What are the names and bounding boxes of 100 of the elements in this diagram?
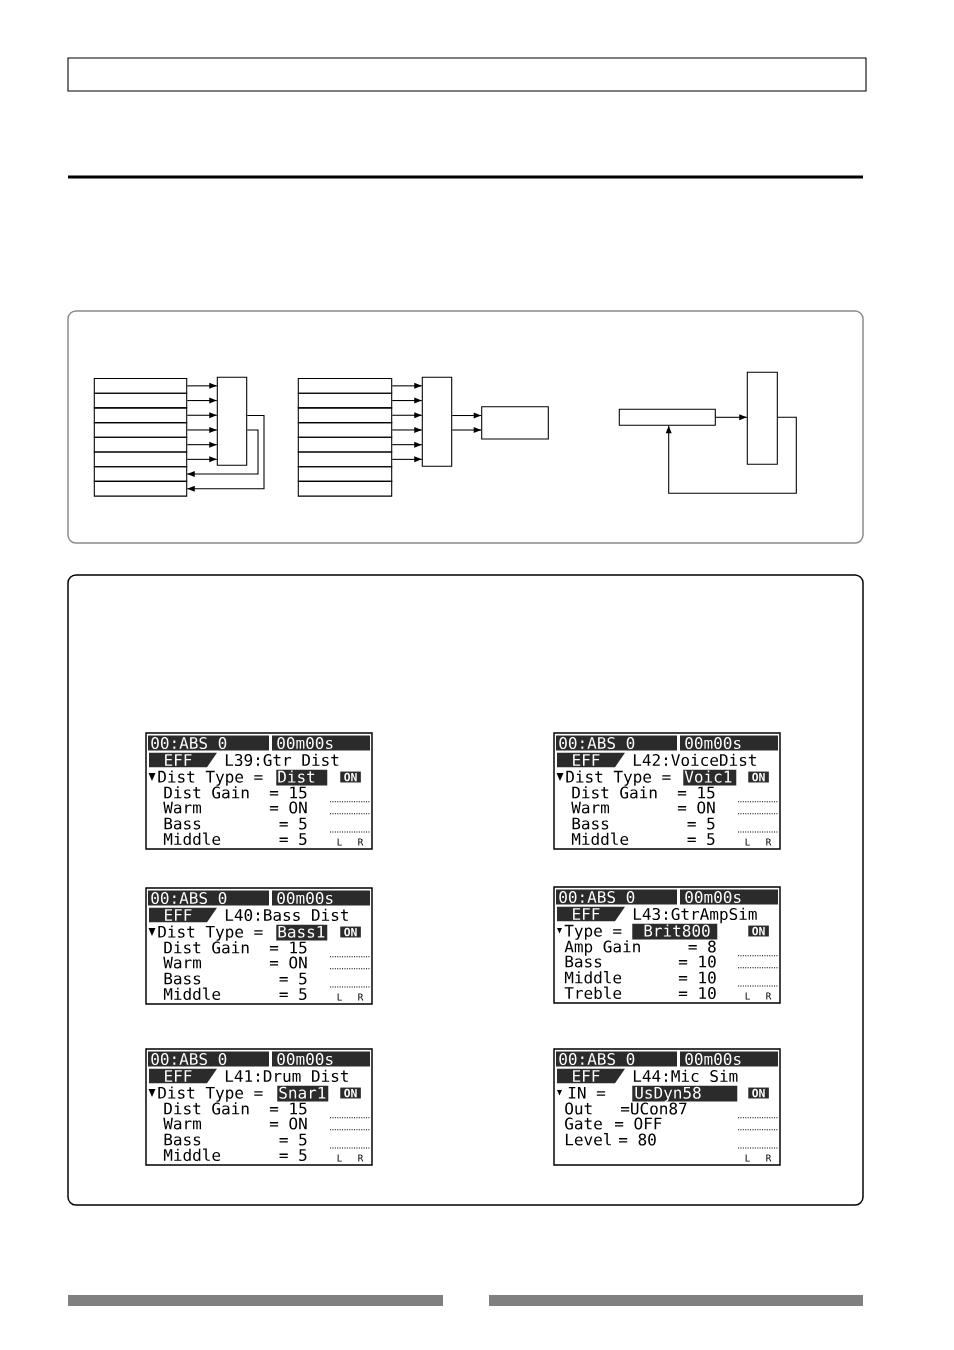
parameter-value: = 15	[269, 941, 307, 954]
parameter-name: Type =	[564, 924, 622, 940]
arrow	[186, 441, 218, 448]
status-bar: 00m00s	[272, 735, 370, 751]
menu-tab: EFF	[557, 752, 625, 768]
parameter-name: Amp Gain	[564, 940, 640, 956]
row-box	[297, 377, 393, 394]
parameter-name: Middle	[571, 832, 629, 846]
status-bar: 00m00s	[272, 890, 370, 906]
panel-frame	[67, 574, 864, 1206]
parameter-value: = 5	[687, 833, 715, 846]
screen-title: L42:VoiceDist	[633, 753, 756, 767]
menu-tab: EFF	[149, 752, 217, 768]
parameter-name: Warm	[163, 956, 202, 969]
parameter-name: Dist Type =	[158, 925, 263, 941]
parameter-value: = 10	[678, 955, 716, 968]
parameter-name: Bass	[164, 972, 201, 985]
arrow	[186, 397, 218, 404]
arrow	[391, 412, 423, 419]
parameter-value: = 80	[618, 1133, 656, 1146]
parameter-name: Middle	[163, 832, 221, 846]
channel-label: R	[766, 838, 772, 846]
status-bar: 00:ABS 0	[148, 890, 269, 906]
parameter-value: = ON	[269, 956, 307, 969]
parameter-name: Dist Gain	[164, 941, 249, 954]
indicator-badge: ON	[340, 771, 361, 783]
arrow	[451, 412, 482, 419]
parameter-value: = ON	[677, 801, 715, 814]
arrow	[186, 456, 218, 463]
channel-label: L	[745, 1154, 750, 1162]
screen-title: L41:Drum Dist	[225, 1069, 348, 1083]
parameter-name: Dist Gain	[164, 786, 249, 799]
row-box	[93, 466, 188, 482]
parameter-value: = 8	[688, 940, 716, 953]
parameter-name: Bass	[164, 817, 201, 830]
parameter-value: = 5	[279, 1133, 307, 1146]
row-box	[297, 466, 393, 482]
screen-title: L43:GtrAmpSim	[633, 907, 757, 924]
parameter-value: = 5	[687, 817, 715, 830]
channel-label: L	[337, 1154, 342, 1162]
indicator-badge: ON	[748, 925, 769, 937]
parameter-name: Out	[565, 1102, 592, 1115]
parameter-name: Dist Gain	[164, 1102, 249, 1115]
arrow	[665, 416, 797, 494]
status-bar: 00:ABS 0	[148, 1051, 269, 1067]
arrow	[186, 412, 218, 419]
parameter-value: = 5	[279, 817, 307, 830]
row-box	[93, 392, 188, 409]
status-bar: 00m00s	[680, 889, 778, 905]
channel-label: L	[337, 838, 342, 846]
parameter-value: = 5	[279, 972, 307, 985]
parameter-name: Middle	[163, 987, 221, 1001]
indicator-badge: ON	[748, 1087, 769, 1099]
parameter-value: = ON	[269, 801, 307, 814]
parameter-name: Gate	[565, 1117, 602, 1130]
highlighted-value: Snar1	[277, 1085, 329, 1102]
channel-label: R	[358, 993, 364, 1001]
parameter-value: = 15	[269, 786, 307, 799]
arrow	[186, 429, 259, 478]
highlighted-value: Voic1	[683, 769, 737, 786]
row-box	[297, 451, 393, 468]
status-bar: 00:ABS 0	[556, 735, 677, 751]
tall-box	[746, 371, 778, 465]
row-box	[93, 377, 188, 394]
row-box	[93, 422, 188, 438]
channel-label: R	[766, 992, 772, 1000]
row-box	[93, 480, 188, 497]
row-box	[93, 436, 188, 453]
parameter-name: Warm	[163, 1117, 202, 1130]
screen-title: L44:Mic Sim	[633, 1069, 738, 1083]
parameter-name: IN =	[568, 1086, 606, 1099]
status-bar: 00m00s	[680, 735, 778, 751]
parameter-value: = 5	[279, 1149, 307, 1162]
screen-title: L39:Gtr Dist	[225, 753, 339, 767]
arrow	[391, 441, 423, 448]
panel-frame	[67, 310, 864, 544]
arrow	[391, 456, 423, 463]
channel-label: R	[766, 1154, 772, 1162]
row-box	[93, 451, 188, 468]
parameter-name: Dist Type =	[158, 1086, 263, 1102]
indicator-badge: ON	[340, 926, 361, 938]
channel-label: R	[358, 838, 364, 846]
parameter-name: Dist Type =	[566, 770, 671, 786]
arrow	[186, 382, 218, 389]
tall-box	[216, 376, 248, 466]
menu-tab: EFF	[557, 906, 625, 922]
row-box	[297, 422, 393, 438]
parameter-value: = ON	[269, 1117, 307, 1130]
row-box	[297, 480, 393, 497]
status-bar: 00m00s	[272, 1051, 370, 1067]
parameter-name: Bass	[164, 1133, 201, 1146]
parameter-name: Treble	[564, 986, 622, 1000]
parameter-value: = OFF	[614, 1117, 662, 1130]
row-box	[93, 407, 188, 424]
parameter-name: Warm	[571, 801, 610, 814]
menu-tab: EFF	[149, 1068, 217, 1084]
screen-title: L40:Bass Dist	[225, 908, 348, 922]
menu-tab: EFF	[557, 1068, 625, 1084]
arrow	[186, 414, 265, 492]
parameter-value: =UCon87	[620, 1102, 687, 1115]
